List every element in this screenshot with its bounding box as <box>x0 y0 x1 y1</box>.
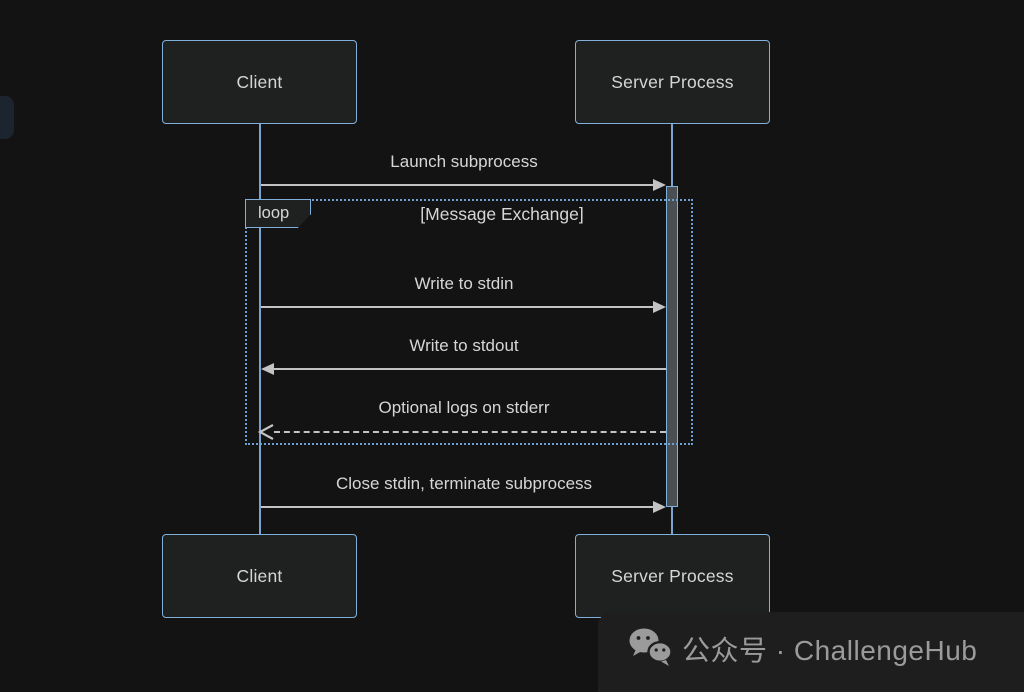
watermark-text: 公众号 · ChallengeHub <box>682 635 978 666</box>
message-label-write-to-stdout: Write to stdout <box>409 336 519 355</box>
message-label-write-to-stdin: Write to stdin <box>414 274 514 293</box>
loop-frame <box>245 199 693 445</box>
arrowhead-left-icon <box>261 363 274 375</box>
actor-server-label: Server Process <box>611 565 734 586</box>
actor-client-label: Client <box>236 71 283 92</box>
wechat-icon <box>629 628 673 666</box>
lifeline-client <box>259 124 261 534</box>
arrowhead-right-icon <box>653 501 666 513</box>
actor-client-bottom: Client <box>162 534 357 618</box>
message-line-write-to-stdout <box>273 368 666 370</box>
arrowhead-right-icon <box>653 179 666 191</box>
message-line-launch-subprocess <box>261 184 655 186</box>
actor-client-label: Client <box>236 565 283 586</box>
actor-server-bottom: Server Process <box>575 534 770 618</box>
activation-bar-server <box>666 186 678 507</box>
loop-condition: [Message Exchange] <box>420 204 584 224</box>
loop-label-tab: loop <box>245 199 311 228</box>
message-label-launch-subprocess: Launch subprocess <box>390 152 538 171</box>
arrowhead-right-icon <box>653 301 666 313</box>
message-line-close-stdin <box>261 506 655 508</box>
actor-server-top: Server Process <box>575 40 770 124</box>
message-line-write-to-stdin <box>261 306 655 308</box>
message-line-optional-logs-stderr <box>274 431 666 433</box>
message-label-close-stdin: Close stdin, terminate subprocess <box>335 474 593 493</box>
actor-client-top: Client <box>162 40 357 124</box>
loop-label: loop <box>258 204 290 222</box>
message-label-optional-logs-stderr: Optional logs on stderr <box>378 398 550 417</box>
arrowhead-open-left-icon <box>258 424 274 440</box>
left-edge-tab[interactable] <box>0 96 14 139</box>
actor-server-label: Server Process <box>611 71 734 92</box>
